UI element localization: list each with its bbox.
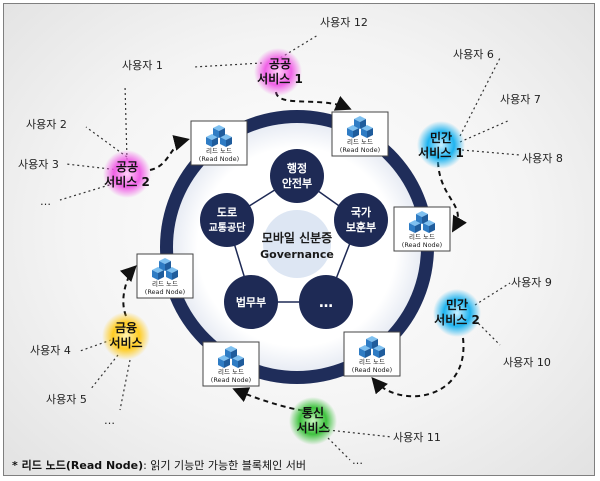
agency-veterans: 국가 보훈부 <box>334 193 388 247</box>
link-private1 <box>437 161 467 233</box>
user-5: 사용자 5 <box>46 393 87 406</box>
svg-text:(Read Node): (Read Node) <box>145 288 185 296</box>
link-finance <box>119 265 137 317</box>
svg-text:서비스 2: 서비스 2 <box>434 312 480 327</box>
user-12: 사용자 12 <box>320 16 368 29</box>
svg-text:서비스 1: 서비스 1 <box>257 71 303 86</box>
svg-text:안전부: 안전부 <box>282 176 312 190</box>
svg-text:…: … <box>319 295 333 311</box>
svg-text:도로: 도로 <box>217 206 237 219</box>
user-2: 사용자 2 <box>26 118 67 131</box>
read-node-e: 리드 노드 (Read Node) <box>393 206 451 252</box>
center-title: 모바일 신분증 <box>262 230 332 245</box>
svg-text:(Read Node): (Read Node) <box>211 376 251 384</box>
user-dots-telecom: … <box>352 454 363 467</box>
read-node-sw: 리드 노드 (Read Node) <box>202 341 260 387</box>
service-public2: 공공 서비스 2 <box>103 150 151 198</box>
svg-text:교통공단: 교통공단 <box>209 221 247 234</box>
center-subtitle: Governance <box>260 248 334 261</box>
user-7: 사용자 7 <box>500 93 541 106</box>
svg-text:리드 노드: 리드 노드 <box>409 232 435 241</box>
agency-justice: 법무부 <box>224 275 278 329</box>
svg-text:민간: 민간 <box>446 297 468 312</box>
svg-text:서비스: 서비스 <box>109 335 142 350</box>
service-telecom: 통신 서비스 <box>289 397 337 445</box>
svg-text:(Read Node): (Read Node) <box>340 146 380 154</box>
svg-text:통신: 통신 <box>302 405 324 420</box>
user-6: 사용자 6 <box>453 48 494 61</box>
service-finance: 금융 서비스 <box>102 312 150 360</box>
user-dots-finance: … <box>104 414 115 427</box>
link-public2 <box>149 135 190 171</box>
svg-text:(Read Node): (Read Node) <box>402 241 442 249</box>
user-4: 사용자 4 <box>30 344 71 357</box>
agency-road: 도로 교통공단 <box>200 193 254 247</box>
user-labels: 사용자 12 사용자 1 사용자 2 사용자 3 … 사용자 6 사용자 7 사… <box>18 16 563 467</box>
footnote-text: : 읽기 기능만 가능한 블록체인 서버 <box>143 459 306 472</box>
footnote-marker: * 리드 노드(Read Node) <box>12 458 143 472</box>
svg-text:금융: 금융 <box>115 320 137 335</box>
svg-text:법무부: 법무부 <box>236 295 266 309</box>
svg-text:공공: 공공 <box>116 160 138 174</box>
svg-text:서비스: 서비스 <box>296 420 329 435</box>
user-1: 사용자 1 <box>122 59 163 72</box>
agency-safety: 행정 안전부 <box>270 149 324 203</box>
svg-text:국가: 국가 <box>351 205 371 219</box>
service-private2: 민간 서비스 2 <box>433 289 481 337</box>
svg-text:리드 노드: 리드 노드 <box>359 357 385 366</box>
svg-text:서비스 1: 서비스 1 <box>418 145 464 160</box>
svg-text:리드 노드: 리드 노드 <box>152 279 178 288</box>
svg-text:민간: 민간 <box>430 130 452 145</box>
svg-text:(Read Node): (Read Node) <box>199 155 239 163</box>
svg-text:(Read Node): (Read Node) <box>352 366 392 374</box>
svg-text:행정: 행정 <box>287 161 307 175</box>
footnote: * 리드 노드(Read Node): 읽기 기능만 가능한 블록체인 서버 <box>12 458 306 472</box>
svg-text:리드 노드: 리드 노드 <box>218 367 244 376</box>
svg-text:리드 노드: 리드 노드 <box>206 146 232 155</box>
read-node-nw: 리드 노드 (Read Node) <box>190 120 248 166</box>
link-private2 <box>371 337 465 398</box>
svg-text:리드 노드: 리드 노드 <box>347 137 373 146</box>
user-10: 사용자 10 <box>503 356 551 369</box>
user-3: 사용자 3 <box>18 158 59 171</box>
svg-text:보훈부: 보훈부 <box>346 220 376 234</box>
link-public1 <box>275 91 352 111</box>
center-circle <box>263 210 331 278</box>
user-11: 사용자 11 <box>393 431 441 444</box>
service-private1: 민간 서비스 1 <box>417 121 465 169</box>
read-node-w: 리드 노드 (Read Node) <box>136 253 194 299</box>
read-node-se: 리드 노드 (Read Node) <box>343 331 401 377</box>
read-node-n: 리드 노드 (Read Node) <box>331 111 389 157</box>
agency-more: … <box>299 275 353 329</box>
svg-text:공공: 공공 <box>269 57 291 71</box>
user-dots-public2: … <box>40 195 51 208</box>
svg-text:서비스 2: 서비스 2 <box>104 174 150 189</box>
service-public1: 공공 서비스 1 <box>254 48 303 96</box>
user-8: 사용자 8 <box>522 152 563 165</box>
user-9: 사용자 9 <box>511 276 552 289</box>
